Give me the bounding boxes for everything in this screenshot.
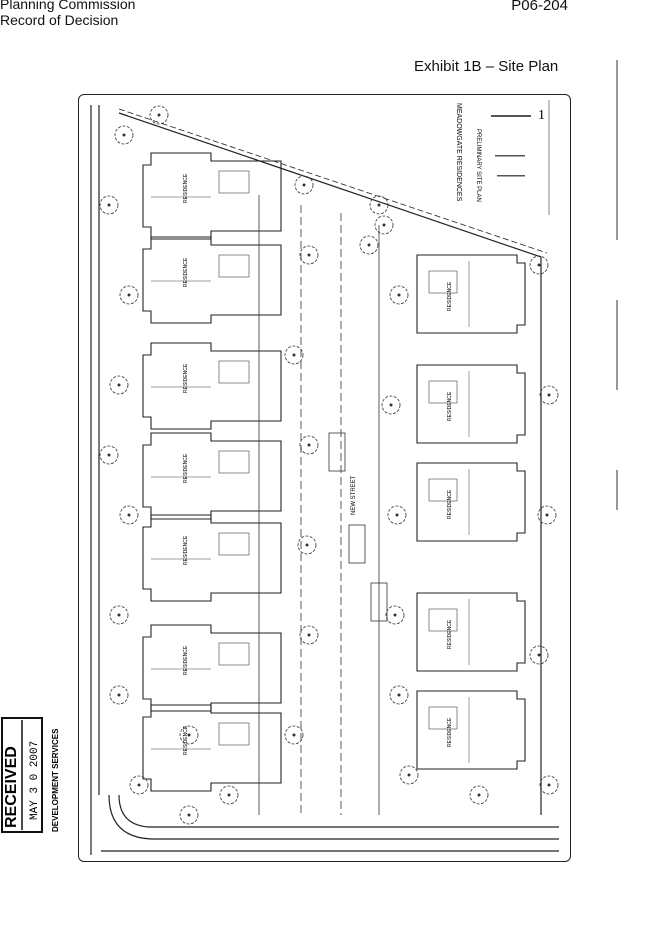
- project-title: MEADOWGATE RESIDENCES: [455, 103, 462, 202]
- tree-symbol: [284, 345, 304, 365]
- residence-lot: RESIDENCE: [416, 592, 526, 672]
- site-plan-svg: NEW STREET RESIDENCERESIDENCERESIDENCERE…: [90, 100, 559, 855]
- tree-symbol: [179, 725, 199, 745]
- lot-label: RESIDENCE: [183, 173, 189, 203]
- tree-symbol: [129, 775, 149, 795]
- lot-label: RESIDENCE: [183, 363, 189, 393]
- tree-symbol: [529, 255, 549, 275]
- new-street: [258, 195, 388, 815]
- landscape-trees: [99, 105, 559, 825]
- tree-symbol: [537, 505, 557, 525]
- scan-edge-mark: [616, 300, 618, 390]
- tree-symbol: [539, 385, 559, 405]
- lot-label: RESIDENCE: [447, 717, 453, 747]
- lot-label: RESIDENCE: [183, 453, 189, 483]
- exhibit-title: Exhibit 1B – Site Plan: [414, 58, 559, 75]
- tree-symbol: [299, 435, 319, 455]
- lot-label: RESIDENCE: [183, 257, 189, 287]
- tree-symbol: [109, 375, 129, 395]
- tree-symbol: [359, 235, 379, 255]
- sheet-number: 1: [538, 108, 545, 123]
- header-left: Planning Commission Record of Decision: [0, 0, 135, 28]
- tree-symbol: [299, 245, 319, 265]
- residence-lot: RESIDENCE: [142, 704, 282, 792]
- residence-lot: RESIDENCE: [416, 690, 526, 770]
- tree-symbol: [294, 175, 314, 195]
- street-label: NEW STREET: [351, 475, 357, 515]
- title-block: MEADOWGATE RESIDENCES PRELIMINARY SITE P…: [455, 100, 550, 215]
- tree-symbol: [374, 215, 394, 235]
- residence-lot: RESIDENCE: [142, 152, 282, 240]
- tree-symbol: [99, 445, 119, 465]
- residence-lot: RESIDENCE: [142, 236, 282, 324]
- lot-label: RESIDENCE: [447, 489, 453, 519]
- residence-lot: RESIDENCE: [416, 254, 526, 334]
- tree-symbol: [149, 105, 169, 125]
- residence-lot: RESIDENCE: [142, 432, 282, 520]
- lots-right-row: RESIDENCE RESIDENCE RESIDENCE RESIDENCE RESI…: [416, 254, 526, 770]
- tree-symbol: [469, 785, 489, 805]
- tree-symbol: [109, 685, 129, 705]
- tree-symbol: [381, 395, 401, 415]
- tree-symbol: [385, 605, 405, 625]
- tree-symbol: [99, 195, 119, 215]
- lot-label: RESIDENCE: [183, 535, 189, 565]
- tree-symbol: [389, 285, 409, 305]
- tree-symbol: [109, 605, 129, 625]
- scan-edge-mark: [616, 60, 618, 240]
- scan-edge-mark: [616, 470, 618, 510]
- stamp-department: DEVELOPMENT SERVICES: [51, 728, 60, 832]
- tree-symbol: [114, 125, 134, 145]
- residence-lot: RESIDENCE: [142, 624, 282, 712]
- stamp-date: MAY 3 0 2007: [29, 741, 41, 820]
- tree-symbol: [539, 775, 559, 795]
- received-stamp: RECEIVED MAY 3 0 2007 DEVELOPMENT SERVIC…: [0, 716, 70, 834]
- tree-symbol: [119, 285, 139, 305]
- tree-symbol: [179, 805, 199, 825]
- tree-symbol: [529, 645, 549, 665]
- residence-lot: RESIDENCE: [416, 462, 526, 542]
- tree-symbol: [369, 195, 389, 215]
- tree-symbol: [299, 625, 319, 645]
- tree-symbol: [119, 505, 139, 525]
- lot-label: RESIDENCE: [183, 725, 189, 755]
- tree-symbol: [389, 685, 409, 705]
- tree-symbol: [399, 765, 419, 785]
- lots-left-row: RESIDENCE RESIDENCE RESIDENCE RESIDENCE RESI…: [142, 152, 282, 792]
- residence-lot: RESIDENCE: [142, 342, 282, 430]
- sheet-subtitle: PRELIMINARY SITE PLAN: [475, 129, 481, 202]
- tree-symbol: [219, 785, 239, 805]
- tree-symbol: [284, 725, 304, 745]
- residence-lot: RESIDENCE: [416, 364, 526, 444]
- case-number: P06-204: [511, 0, 568, 14]
- lot-label: RESIDENCE: [183, 645, 189, 675]
- header-line-2: Record of Decision: [0, 12, 119, 28]
- residence-lot: RESIDENCE: [142, 514, 282, 602]
- header-line-1: Planning Commission: [0, 0, 136, 12]
- tree-symbol: [387, 505, 407, 525]
- lot-label: RESIDENCE: [447, 391, 453, 421]
- property-lines: [90, 105, 559, 855]
- stamp-received: RECEIVED: [3, 746, 20, 828]
- lot-label: RESIDENCE: [447, 281, 453, 311]
- tree-symbol: [297, 535, 317, 555]
- lot-label: RESIDENCE: [447, 619, 453, 649]
